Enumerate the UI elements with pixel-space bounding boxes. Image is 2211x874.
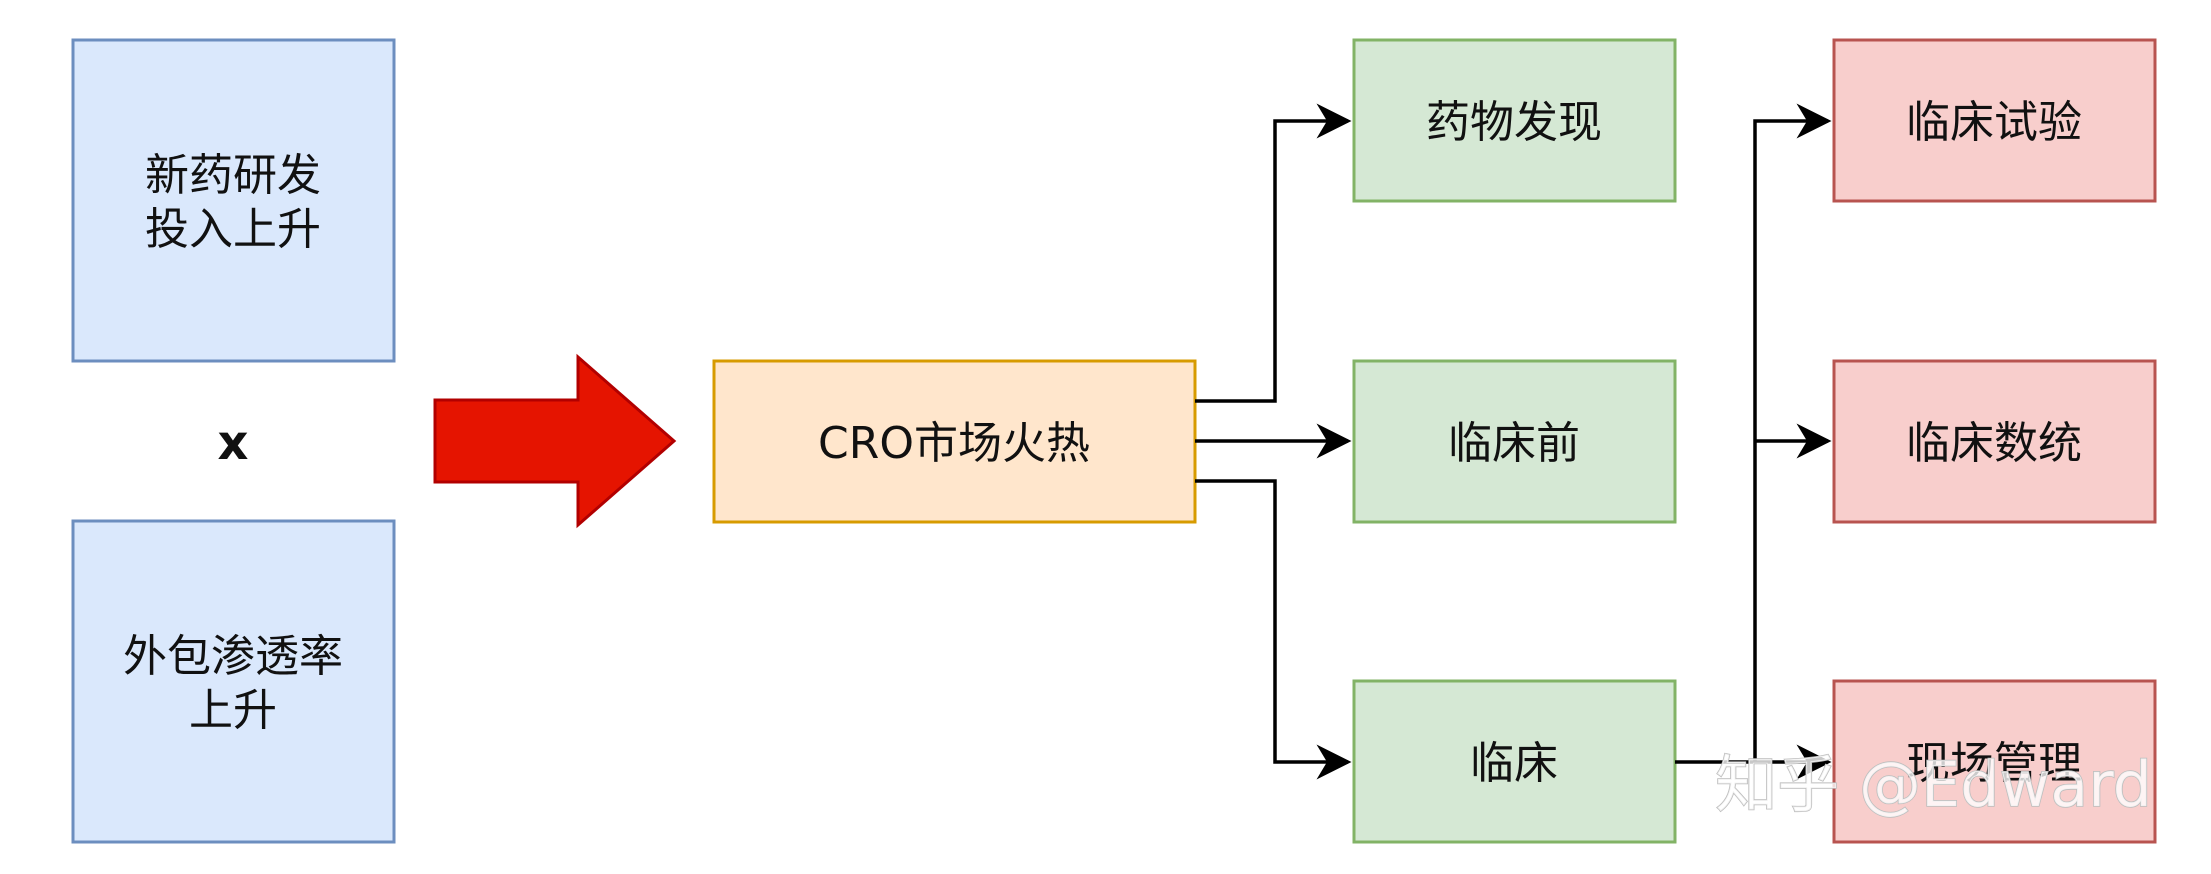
stage-preclinical-box	[1352, 359, 1677, 524]
stage-clinical-box	[1352, 679, 1677, 844]
service-clinical-trial: 临床试验	[1832, 38, 2157, 203]
investment-rise-box	[71, 38, 396, 363]
stage-drug-discovery-label: 药物发现	[1426, 97, 1602, 148]
investment-rise-line1: 新药研发	[145, 150, 321, 201]
stage-drug-discovery-box	[1352, 38, 1677, 203]
investment-rise-line2: 投入上升	[145, 204, 321, 255]
multiply-operator: x	[218, 415, 249, 471]
service-clinical-trial-box	[1832, 38, 2157, 203]
service-clinical-trial-label: 临床试验	[1906, 97, 2082, 148]
outsourcing-rise-line1: 外包渗透率	[123, 631, 343, 682]
stage-drug-discovery: 药物发现	[1352, 38, 1677, 203]
stage-clinical: 临床	[1352, 679, 1677, 844]
stage-preclinical-label: 临床前	[1448, 418, 1580, 469]
outsourcing-rise-line2: 上升	[189, 685, 277, 736]
outsourcing-rise-box	[71, 519, 396, 844]
service-clinical-data: 临床数统	[1832, 359, 2157, 524]
investment-rise-node: 新药研发 投入上升	[71, 38, 396, 363]
service-site-management-box	[1832, 679, 2157, 844]
service-clinical-data-label: 临床数统	[1906, 418, 2082, 469]
cro-market-box	[712, 359, 1197, 524]
service-site-management: 现场管理	[1832, 679, 2157, 844]
connector-to-clinical	[1195, 479, 1352, 780]
stage-preclinical: 临床前	[1352, 359, 1677, 524]
connector-to-drug-discovery	[1195, 103, 1352, 403]
cro-market-node: CRO市场火热	[712, 359, 1197, 524]
big-red-arrow	[433, 353, 677, 529]
outsourcing-rise-node: 外包渗透率 上升	[71, 519, 396, 844]
watermark-text: 知乎 @Edward	[1715, 748, 2152, 821]
stage-clinical-label: 临床	[1470, 738, 1558, 789]
cro-market-label: CRO市场火热	[818, 418, 1090, 469]
service-site-management-label: 现场管理	[1906, 738, 2082, 789]
service-clinical-data-box	[1832, 359, 2157, 524]
